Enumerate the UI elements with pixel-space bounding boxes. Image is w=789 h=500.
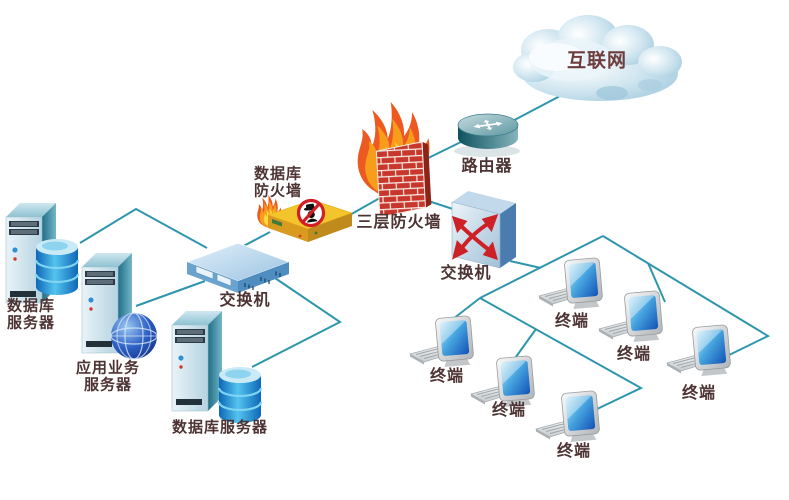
terminal-label: 终端 (556, 443, 592, 461)
server-database-bottom-icon (171, 310, 263, 425)
server-database-top-label: 数据库 服务器 (6, 298, 56, 332)
link-switch-dbserver-bottom (251, 275, 342, 368)
internet-cloud-icon (513, 15, 682, 101)
server-app-icon (81, 252, 158, 360)
terminal-label: 终端 (616, 346, 652, 364)
no-hacker-icon (296, 198, 326, 228)
switch-left-icon (185, 242, 291, 293)
db-firewall-icon (257, 195, 353, 242)
terminal-label: 终端 (554, 313, 590, 331)
globe-icon (110, 312, 158, 360)
router-label: 路由器 (461, 158, 513, 176)
server-app-label: 应用业务 服务器 (75, 360, 141, 394)
terminal-icon (535, 390, 601, 443)
l3-firewall-label: 三层防火墙 (356, 214, 442, 232)
stub-terminal-2 (647, 262, 666, 303)
terminal-icon (666, 324, 732, 377)
terminal-label: 终端 (491, 402, 527, 420)
switch-arrows-icon (451, 213, 499, 261)
terminal-icon (409, 315, 475, 368)
switch-right-icon (451, 191, 516, 269)
link-dbserver-top-switch (79, 207, 208, 249)
terminal-icon (598, 290, 664, 343)
link-switchright-bus (509, 260, 542, 269)
bus-left-leg (479, 235, 604, 299)
switch-left-label: 交换机 (219, 292, 271, 310)
server-database-top-icon (5, 202, 80, 304)
terminal-label: 终端 (429, 368, 465, 386)
server-database-bottom-label: 数据库服务器 (171, 419, 269, 436)
stub-terminal-4 (452, 297, 481, 320)
switch-right-label: 交换机 (440, 265, 492, 283)
link-switch-appserver (135, 280, 206, 307)
l3-firewall-icon (358, 102, 432, 218)
terminal-icon (470, 355, 536, 408)
stub-terminal-5 (512, 328, 537, 362)
terminal-icon (538, 257, 604, 310)
bus-right-leg (602, 235, 771, 359)
internet-label: 互联网 (566, 50, 628, 72)
router-icon (454, 113, 520, 157)
database-cylinder-icon (34, 237, 80, 297)
database-cylinder-icon (217, 365, 263, 425)
terminal-label: 终端 (681, 385, 717, 403)
bus-lower-leg (479, 297, 644, 411)
db-firewall-label: 数据库 防火墙 (253, 166, 303, 200)
